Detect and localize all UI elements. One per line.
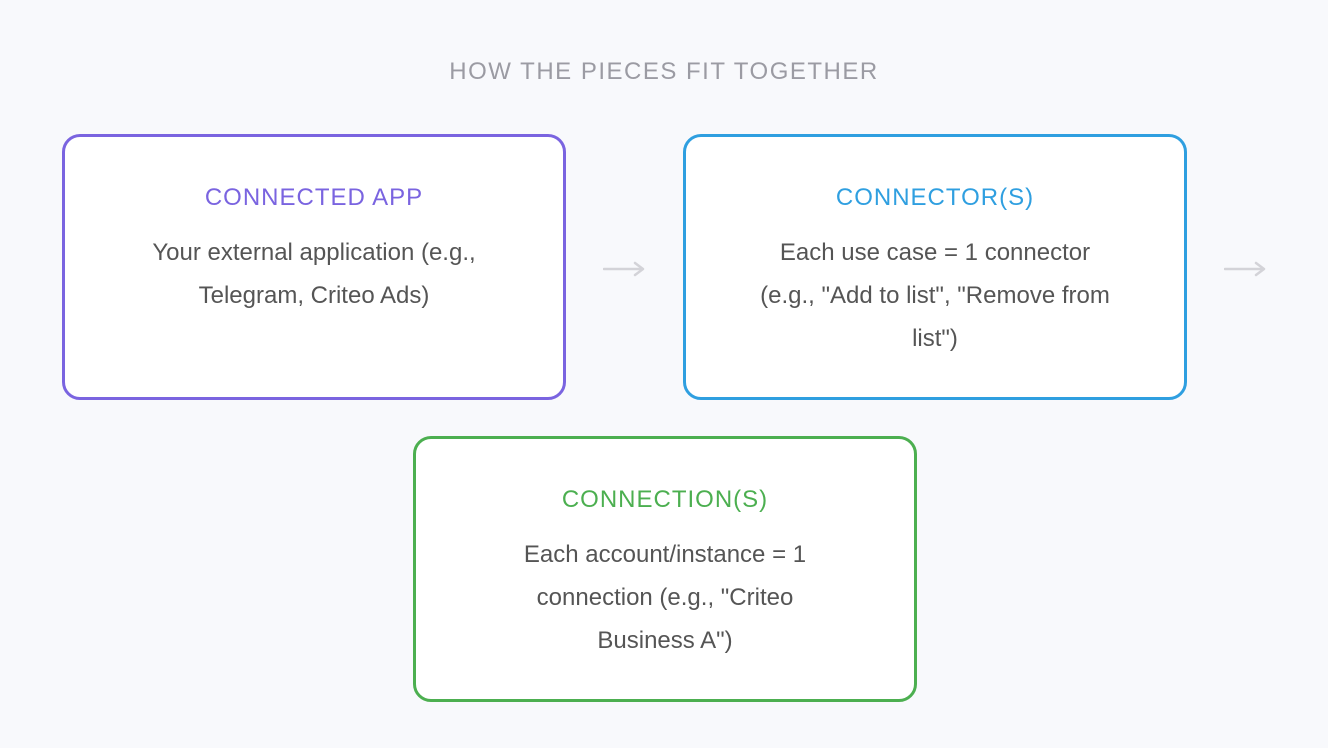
connectors-description: Each use case = 1 connector (e.g., "Add … — [686, 231, 1184, 360]
connected-app-card: CONNECTED APP Your external application … — [62, 134, 566, 400]
connected-app-description: Your external application (e.g., Telegra… — [65, 231, 563, 317]
connections-card: CONNECTION(S) Each account/instance = 1 … — [413, 436, 917, 702]
description-line: Each account/instance = 1 — [523, 541, 807, 568]
connections-title: CONNECTION(S) — [561, 486, 769, 513]
description-line: connection (e.g., "Criteo — [536, 584, 794, 611]
arrow-right-icon — [603, 261, 645, 277]
connectors-card: CONNECTOR(S) Each use case = 1 connector… — [683, 134, 1187, 400]
diagram-heading: HOW THE PIECES FIT TOGETHER — [449, 58, 879, 85]
description-line: Telegram, Criteo Ads) — [198, 282, 430, 309]
description-line: list") — [912, 325, 958, 352]
connected-app-title: CONNECTED APP — [204, 184, 424, 211]
description-line: Business A") — [597, 627, 733, 654]
connectors-title: CONNECTOR(S) — [835, 184, 1035, 211]
description-line: (e.g., "Add to list", "Remove from — [760, 282, 1110, 309]
description-line: Each use case = 1 connector — [779, 239, 1091, 266]
connections-description: Each account/instance = 1 connection (e.… — [416, 533, 914, 662]
arrow-right-icon — [1224, 261, 1266, 277]
description-line: Your external application (e.g., — [152, 239, 476, 266]
